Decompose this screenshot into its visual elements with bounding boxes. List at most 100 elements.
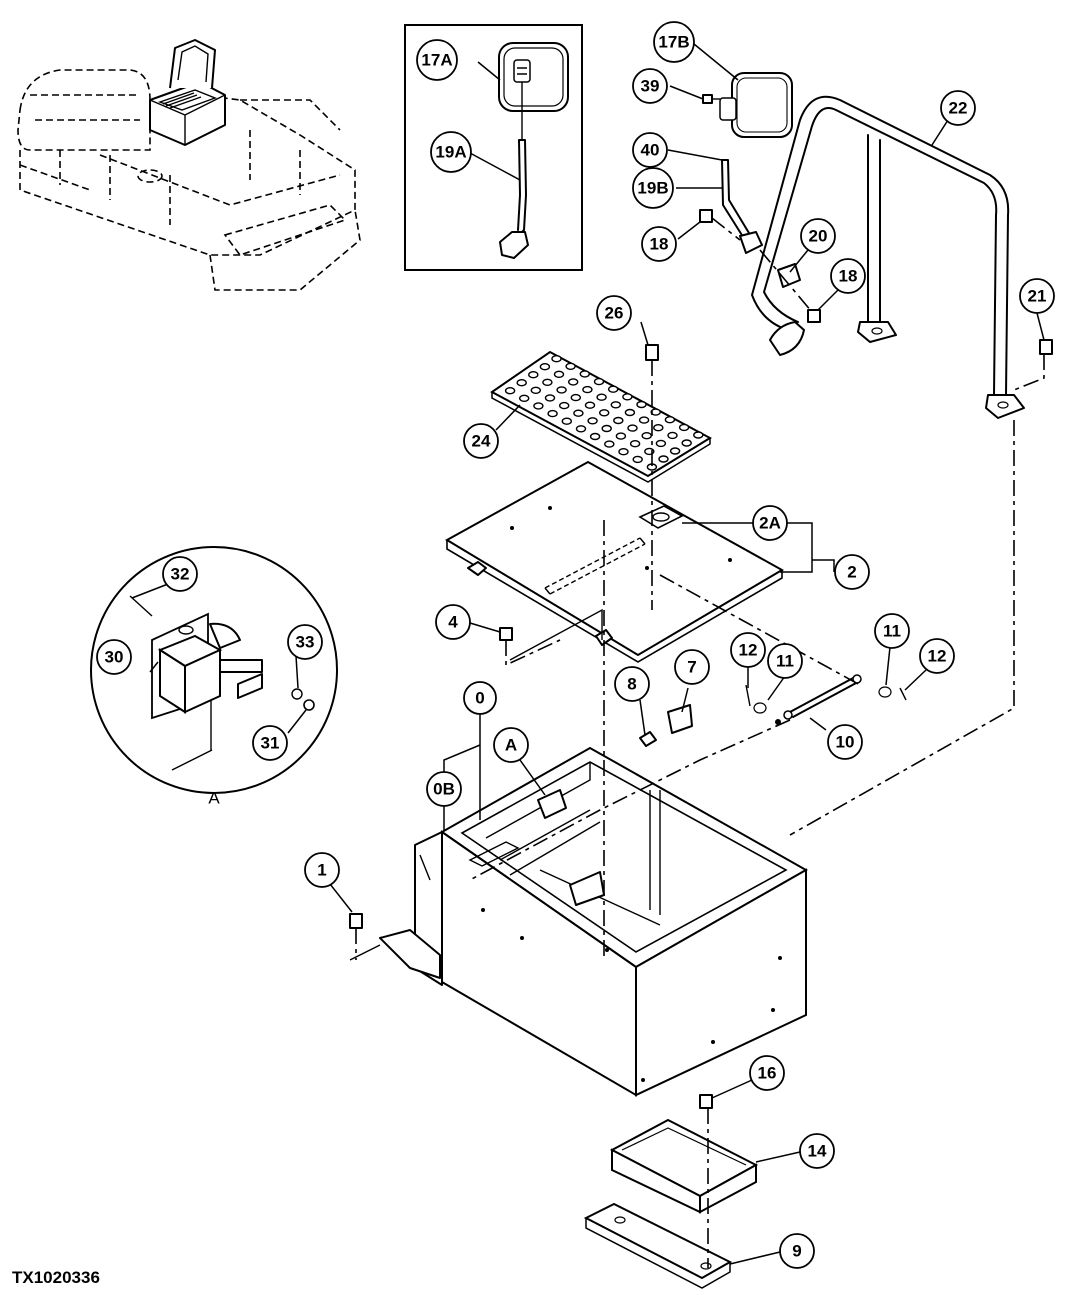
svg-text:9: 9 bbox=[792, 1242, 801, 1261]
grating-hole bbox=[568, 378, 579, 386]
grating-hole bbox=[658, 455, 669, 463]
callout-21: 21 bbox=[1019, 278, 1055, 314]
handrail-22 bbox=[751, 95, 1025, 419]
grating-hole bbox=[618, 448, 629, 456]
grating-hole bbox=[599, 409, 610, 417]
grating-hole bbox=[624, 408, 636, 417]
grating-hole bbox=[582, 385, 593, 394]
svg-text:11: 11 bbox=[776, 652, 794, 671]
callout-labels: 17A 19A 17B 39 40 19B 18 20 18 22 21 26 … bbox=[96, 21, 1055, 1269]
callout-2a: 2A bbox=[752, 505, 788, 541]
svg-text:0B: 0B bbox=[433, 780, 455, 799]
callout-7: 7 bbox=[674, 649, 710, 685]
grating-hole bbox=[681, 439, 692, 447]
callout-8: 8 bbox=[614, 666, 650, 702]
callout-26: 26 bbox=[596, 295, 632, 331]
svg-text:11: 11 bbox=[883, 622, 901, 641]
leader-lines bbox=[131, 43, 1045, 1265]
svg-text:33: 33 bbox=[296, 633, 315, 652]
grating-hole bbox=[667, 431, 678, 440]
svg-text:18: 18 bbox=[839, 267, 858, 286]
grating-hole bbox=[669, 447, 681, 455]
callout-20: 20 bbox=[800, 218, 836, 254]
grating-hole bbox=[551, 355, 562, 363]
callout-12-right: 12 bbox=[919, 638, 955, 674]
grating-hole bbox=[579, 370, 590, 378]
grating-hole bbox=[678, 423, 690, 432]
callout-14: 14 bbox=[799, 1133, 835, 1169]
svg-text:19B: 19B bbox=[637, 179, 668, 198]
svg-text:19A: 19A bbox=[435, 143, 466, 162]
grating-hole bbox=[653, 424, 664, 432]
callout-19a: 19A bbox=[430, 131, 472, 173]
svg-text:12: 12 bbox=[739, 641, 758, 660]
grating-hole bbox=[610, 401, 621, 409]
center-lines bbox=[355, 354, 1045, 1268]
grating-hole bbox=[622, 393, 633, 401]
callout-39: 39 bbox=[632, 68, 668, 104]
svg-text:40: 40 bbox=[641, 141, 660, 160]
grating-hole bbox=[655, 439, 667, 448]
figure-id: TX1020336 bbox=[12, 1268, 100, 1287]
grating-plate-24 bbox=[490, 350, 713, 483]
callout-0b: 0B bbox=[426, 771, 462, 807]
grating-hole bbox=[542, 378, 553, 386]
svg-text:26: 26 bbox=[605, 304, 624, 323]
svg-text:4: 4 bbox=[448, 613, 458, 632]
callout-30: 30 bbox=[96, 639, 132, 675]
grating-hole bbox=[629, 440, 641, 448]
callout-a: A bbox=[493, 727, 529, 763]
battery-box-0 bbox=[349, 746, 809, 1097]
svg-text:24: 24 bbox=[472, 432, 491, 451]
callout-32: 32 bbox=[162, 556, 198, 592]
callout-18-lower: 18 bbox=[830, 258, 866, 294]
grating-hole bbox=[544, 394, 556, 402]
callout-0: 0 bbox=[463, 681, 497, 715]
grating-hole bbox=[636, 400, 647, 409]
grating-hole bbox=[593, 377, 605, 386]
grating-hole bbox=[664, 416, 676, 424]
grating-hole bbox=[519, 394, 530, 402]
svg-text:22: 22 bbox=[949, 99, 968, 118]
grating-hole bbox=[601, 424, 612, 433]
callout-19b: 19B bbox=[632, 167, 674, 209]
grating-hole bbox=[584, 401, 596, 409]
grating-hole bbox=[573, 409, 584, 417]
callout-16: 16 bbox=[749, 1055, 785, 1091]
callout-2: 2 bbox=[834, 554, 870, 590]
svg-text:14: 14 bbox=[808, 1142, 827, 1161]
detail-view-a bbox=[90, 546, 338, 794]
svg-text:0: 0 bbox=[475, 689, 484, 708]
grating-hole bbox=[627, 424, 638, 432]
svg-text:17B: 17B bbox=[658, 33, 689, 52]
rod-10-assembly bbox=[745, 674, 907, 725]
grating-hole bbox=[539, 363, 551, 371]
svg-text:2A: 2A bbox=[759, 514, 781, 533]
battery-cover-2 bbox=[445, 460, 785, 663]
grating-hole bbox=[561, 417, 572, 425]
svg-text:12: 12 bbox=[928, 647, 947, 666]
svg-text:18: 18 bbox=[650, 235, 669, 254]
callout-22: 22 bbox=[940, 90, 976, 126]
grating-hole bbox=[615, 432, 627, 440]
grating-hole bbox=[528, 371, 539, 379]
svg-text:30: 30 bbox=[105, 648, 124, 667]
callout-10: 10 bbox=[827, 724, 863, 760]
callout-17a: 17A bbox=[416, 39, 458, 81]
callout-18-upper: 18 bbox=[641, 226, 677, 262]
grating-holes bbox=[504, 355, 704, 471]
grating-hole bbox=[596, 393, 607, 401]
callout-11-right: 11 bbox=[874, 613, 910, 649]
svg-text:2: 2 bbox=[847, 563, 856, 582]
callout-12-left: 12 bbox=[730, 632, 766, 668]
grating-hole bbox=[613, 416, 624, 425]
machine-overview-illustration bbox=[17, 39, 361, 291]
callout-9: 9 bbox=[779, 1233, 815, 1269]
grating-hole bbox=[553, 370, 565, 378]
grating-hole bbox=[504, 387, 516, 395]
grating-hole bbox=[556, 386, 567, 394]
svg-text:32: 32 bbox=[171, 565, 190, 584]
grating-hole bbox=[632, 455, 643, 464]
callout-11-left: 11 bbox=[767, 643, 803, 679]
callout-40: 40 bbox=[632, 132, 668, 168]
